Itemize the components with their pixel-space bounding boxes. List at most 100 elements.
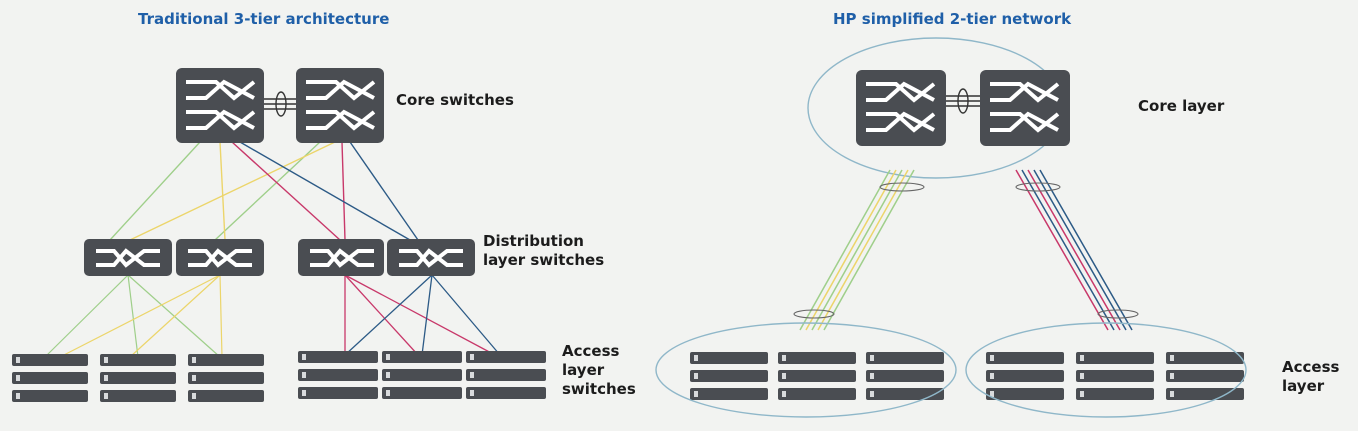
- access-switch-icon: [1076, 370, 1154, 382]
- link-aggregation-icon: [1097, 309, 1139, 319]
- core-switch-icon: [856, 70, 946, 146]
- access-switch-icon: [1076, 388, 1154, 400]
- access-switch-icon: [986, 370, 1064, 382]
- link-yellow: [219, 274, 223, 358]
- link-green: [127, 274, 221, 358]
- distribution-label-line2: layer switches: [483, 251, 605, 269]
- core-switch-icon: [296, 68, 384, 143]
- left-distribution-switches: [84, 239, 475, 276]
- link-blue: [239, 141, 411, 241]
- access-layer-label-line2: layer: [1282, 377, 1325, 395]
- link-green: [823, 169, 915, 331]
- access-switch-icon: [690, 370, 768, 382]
- access-switches-label: Access layer switches: [562, 342, 636, 399]
- access-switch-icon: [382, 387, 462, 399]
- link-red: [341, 141, 346, 241]
- access-switch-icon: [382, 351, 462, 363]
- link-blue: [1021, 169, 1115, 331]
- access-switch-icon: [778, 388, 856, 400]
- access-layer-label: Access layer: [1282, 358, 1339, 396]
- distribution-switch-icon: [84, 239, 172, 276]
- distribution-label: Distribution layer switches: [483, 232, 604, 270]
- link-aggregation-icon: [793, 309, 835, 319]
- access-layer-ellipse: [655, 322, 957, 418]
- link-red: [1027, 169, 1121, 331]
- access-switch-icon: [100, 372, 176, 384]
- link-red: [231, 141, 341, 241]
- access-switch-icon: [690, 388, 768, 400]
- access-switch-icon: [12, 354, 88, 366]
- core-switch-icon: [980, 70, 1070, 146]
- access-switch-icon: [298, 351, 378, 363]
- access-label-line1: Access: [562, 342, 620, 360]
- link-yellow: [219, 141, 226, 241]
- distribution-switch-icon: [387, 239, 475, 276]
- distribution-label-line1: Distribution: [483, 232, 584, 250]
- distribution-switch-icon: [176, 239, 264, 276]
- access-switch-icon: [778, 370, 856, 382]
- link-blue: [431, 274, 501, 356]
- link-yellow: [805, 169, 897, 331]
- link-blue: [1039, 169, 1133, 331]
- access-switch-icon: [100, 390, 176, 402]
- distribution-switch-icon: [298, 239, 384, 276]
- link-yellow: [59, 274, 221, 358]
- access-switch-icon: [188, 390, 264, 402]
- core-switch-icon: [176, 68, 264, 143]
- access-switches: [12, 351, 1244, 402]
- link-yellow: [129, 141, 336, 241]
- link-yellow: [817, 169, 909, 331]
- access-switch-icon: [866, 370, 944, 382]
- access-switch-icon: [1076, 352, 1154, 364]
- link-aggregation-icon: [879, 182, 925, 192]
- access-label-line2: layer: [562, 361, 605, 379]
- link-green: [127, 274, 139, 358]
- link-blue: [421, 274, 433, 356]
- link-green: [44, 274, 129, 358]
- link-red: [344, 274, 496, 356]
- link-aggregation-icon: [1015, 182, 1061, 192]
- access-switch-icon: [986, 388, 1064, 400]
- access-switch-icon: [100, 354, 176, 366]
- left-title: Traditional 3-tier architecture: [138, 10, 390, 28]
- access-switch-icon: [866, 388, 944, 400]
- access-switch-icon: [466, 369, 546, 381]
- link-red: [344, 274, 419, 356]
- access-switch-icon: [866, 352, 944, 364]
- link-green: [811, 169, 903, 331]
- right-title: HP simplified 2-tier network: [833, 10, 1072, 28]
- link-green: [799, 169, 891, 331]
- access-switch-icon: [466, 351, 546, 363]
- access-label-line3: switches: [562, 380, 636, 398]
- left-core-switches: [176, 68, 384, 143]
- access-switch-icon: [12, 372, 88, 384]
- right-core-switches: [856, 70, 1070, 146]
- link-green: [214, 141, 321, 241]
- access-switch-icon: [690, 352, 768, 364]
- access-layer-ellipse: [965, 322, 1247, 418]
- access-switch-icon: [1166, 352, 1244, 364]
- right-links: [793, 169, 1139, 331]
- access-switch-icon: [986, 352, 1064, 364]
- link-green: [109, 141, 201, 241]
- access-layer-label-line1: Access: [1282, 358, 1340, 376]
- link-red: [1015, 169, 1109, 331]
- link-aggregation-icon: [957, 88, 969, 114]
- access-switch-icon: [298, 369, 378, 381]
- link-aggregation-icon: [275, 91, 287, 117]
- access-switch-icon: [778, 352, 856, 364]
- access-switch-icon: [12, 390, 88, 402]
- left-links: [44, 141, 501, 358]
- access-switch-icon: [382, 369, 462, 381]
- link-blue: [1033, 169, 1127, 331]
- link-blue: [344, 274, 433, 356]
- access-switch-icon: [1166, 388, 1244, 400]
- access-switch-icon: [188, 354, 264, 366]
- access-switch-icon: [298, 387, 378, 399]
- access-switch-icon: [188, 372, 264, 384]
- link-yellow: [129, 274, 221, 358]
- access-switch-icon: [466, 387, 546, 399]
- core-layer-label: Core layer: [1138, 97, 1225, 115]
- access-switch-icon: [1166, 370, 1244, 382]
